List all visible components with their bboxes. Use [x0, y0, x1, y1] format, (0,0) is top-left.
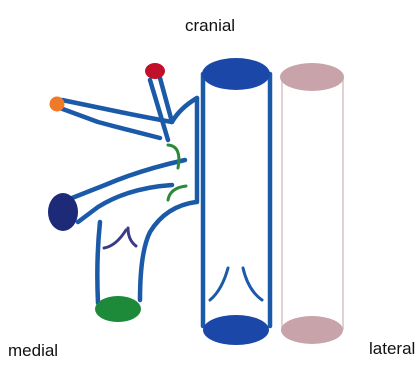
red-vessel-cap — [145, 63, 165, 79]
lateral-label: lateral — [369, 340, 415, 357]
main-cranial-opening — [202, 58, 270, 90]
main-caudal-opening — [203, 315, 269, 345]
medial-label: medial — [8, 342, 58, 359]
main-valve-left — [210, 268, 228, 300]
lateral-caudal-opening — [281, 316, 343, 344]
branch-valve-right — [128, 228, 136, 246]
branching-vessel — [48, 63, 197, 322]
junction-valve-lower — [168, 186, 186, 200]
green-vessel-cap — [95, 296, 141, 322]
lateral-ghost-vessel — [280, 63, 344, 344]
main-vessel — [202, 58, 270, 345]
branch-valve-left — [104, 230, 126, 248]
lateral-cranial-opening — [280, 63, 344, 91]
cranial-label: cranial — [185, 17, 235, 34]
navy-vessel-cap — [48, 193, 78, 231]
orange-vessel-cap — [50, 97, 65, 112]
main-valve-right — [243, 268, 262, 300]
